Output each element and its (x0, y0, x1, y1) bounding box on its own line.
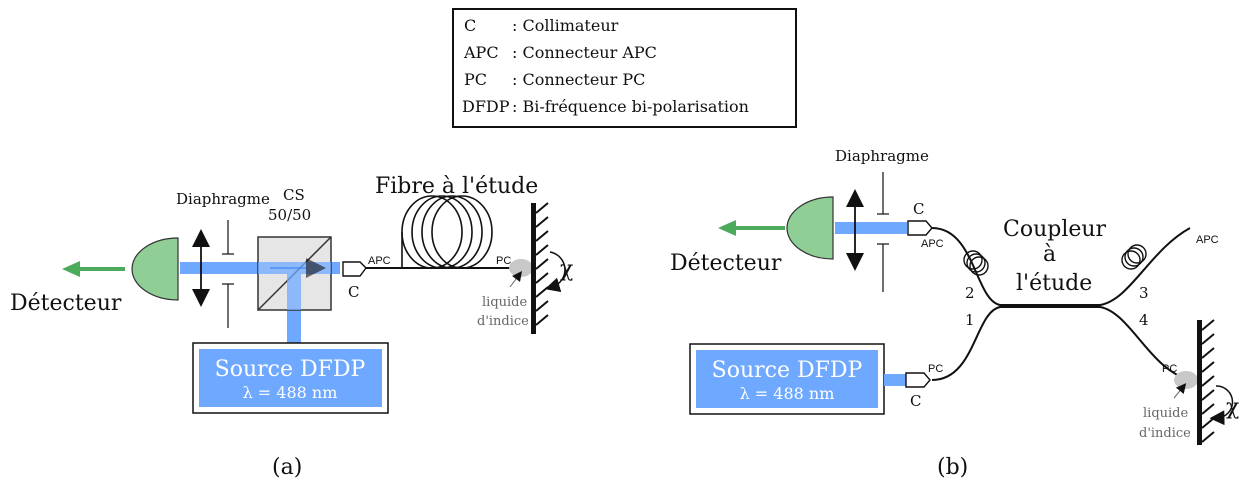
legend-abbr-pc: PC (464, 70, 487, 89)
index-liquid-a (509, 259, 533, 277)
port-1-label: 2 (965, 284, 975, 302)
legend-box: C : Collimateur APC : Connecteur APC PC … (452, 8, 797, 128)
output-arrowhead-b (718, 220, 736, 236)
diaphragm-label-b: Diaphragme (835, 147, 929, 165)
fiber-label-a: Fibre à l'étude (375, 174, 538, 199)
detector-label-b: Détecteur (670, 251, 782, 276)
pc-source-label-b: PC (928, 363, 943, 375)
coil-right-b (1121, 244, 1147, 270)
chi-label-a: χ (560, 257, 573, 282)
port-3-label: 3 (1139, 284, 1149, 302)
tilt-arrow-b (1209, 385, 1234, 426)
collimator-bottom-b (905, 372, 931, 388)
legend-desc-dfdp: : Bi-fréquence bi-polarisation (512, 97, 749, 116)
fiber-coil-a (401, 195, 493, 269)
source-b (696, 350, 878, 408)
tilt-arrow-a (544, 251, 566, 293)
legend-abbr-c: C (464, 16, 476, 35)
coupler-label-line2: à (1043, 242, 1056, 267)
legend-desc-pc: : Connecteur PC (512, 70, 645, 89)
diaphragm-label-a: Diaphragme (176, 190, 270, 208)
splitter-label-line2: 50/50 (268, 206, 311, 224)
collimator-a (342, 261, 367, 277)
mirror-b (1197, 320, 1202, 445)
beam-top-b (835, 222, 907, 234)
panel-label-a: (a) (272, 455, 302, 480)
source-a (199, 349, 382, 407)
index-label-line2-b: d'indice (1139, 426, 1191, 441)
panel-label-b: (b) (937, 455, 968, 480)
detector-label-a: Détecteur (10, 291, 122, 316)
detector-a (131, 237, 179, 301)
legend-abbr-dfdp: DFDP (462, 97, 510, 116)
apc-label-a: APC (368, 255, 391, 267)
port-2-label: 1 (965, 311, 975, 329)
source-label-line2-a: λ = 488 nm (243, 383, 338, 402)
source-label-line2-b: λ = 488 nm (740, 384, 835, 403)
index-label-line1-a: liquide (482, 295, 527, 310)
legend-abbr-apc: APC (463, 43, 499, 62)
splitter-label-line1: CS (283, 186, 305, 204)
mirror-hatch-a (535, 202, 549, 326)
port-4-label: 4 (1139, 311, 1149, 329)
collimator-bottom-label-b: C (910, 392, 921, 410)
chi-label-b: χ (1226, 395, 1239, 420)
mirror-hatch-b (1201, 319, 1215, 443)
coupler-fibers-b (931, 227, 1191, 381)
beam-source-b (884, 374, 906, 386)
coil-left-b (963, 250, 989, 276)
output-arrowhead-a (62, 261, 80, 277)
coupler-label-line1: Coupleur (1003, 217, 1107, 242)
legend-desc-apc: : Connecteur APC (512, 43, 657, 62)
index-label-line1-b: liquide (1143, 406, 1188, 421)
detector-b (786, 196, 834, 260)
apc-top-label-b: APC (921, 238, 944, 250)
apc-right-label-b: APC (1196, 234, 1219, 246)
panel-a: Détecteur Diaphragme CS 50/50 C APC (10, 174, 573, 480)
collimator-top-b (907, 220, 933, 236)
source-label-line1-b: Source DFDP (712, 358, 863, 383)
mirror-a (531, 203, 536, 334)
coupler-label-line3: l'étude (1016, 271, 1092, 296)
collimator-top-label-b: C (913, 200, 924, 218)
index-liquid-b (1174, 371, 1198, 389)
collimator-label-a: C (348, 283, 359, 301)
legend-desc-c: : Collimateur (512, 16, 619, 35)
pc-mirror-label-b: PC (1162, 363, 1177, 375)
source-label-line1-a: Source DFDP (215, 357, 366, 382)
pc-label-a: PC (496, 255, 511, 267)
panel-b: Détecteur Diaphragme C APC Coupleur à (670, 147, 1239, 480)
index-label-line2-a: d'indice (477, 314, 529, 329)
